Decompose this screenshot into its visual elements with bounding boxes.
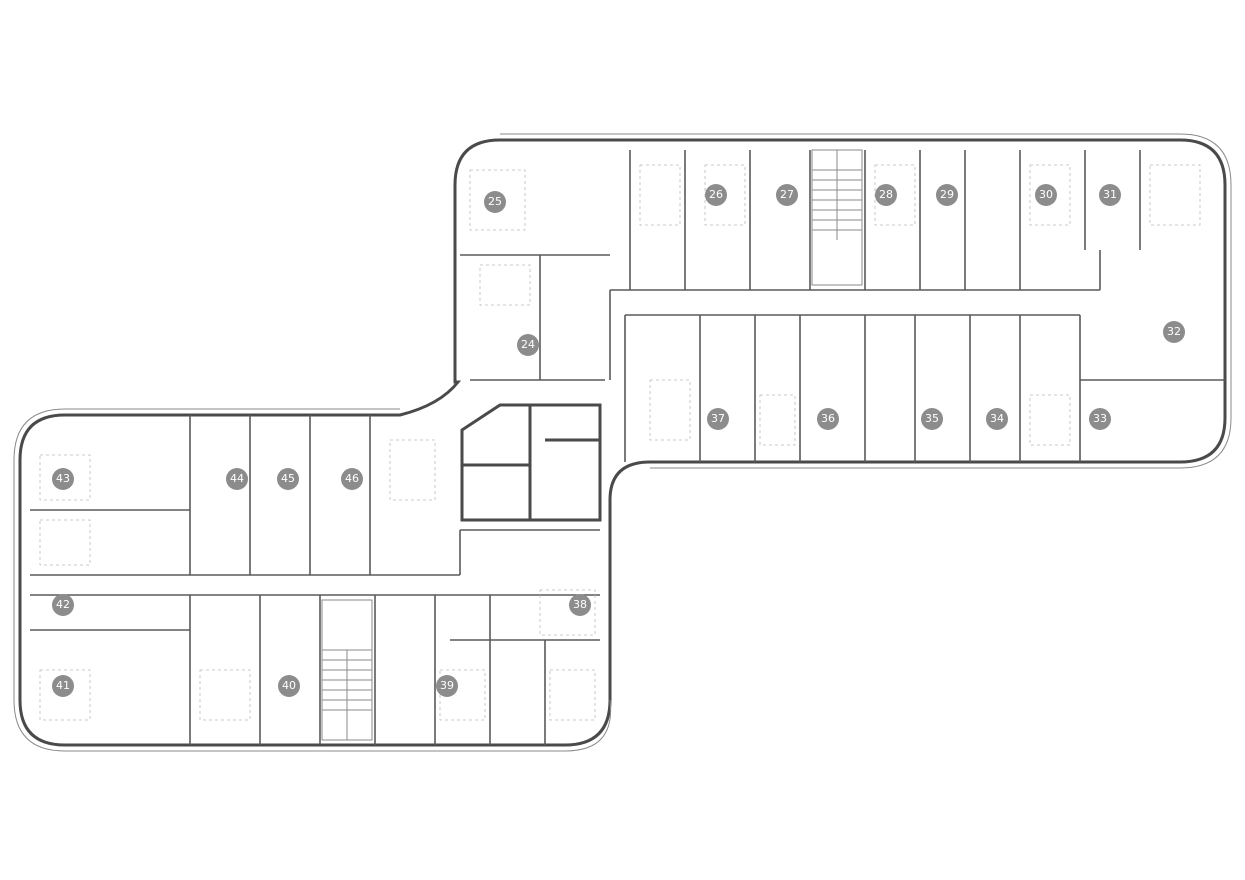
unit-marker-38[interactable]: 38 [569,594,591,616]
unit-marker-27[interactable]: 27 [776,184,798,206]
unit-partitions [30,150,1225,745]
unit-marker-35[interactable]: 35 [921,408,943,430]
unit-marker-44[interactable]: 44 [226,468,248,490]
furniture-hints [39,164,1201,721]
stair-upper [811,149,863,286]
unit-marker-43[interactable]: 43 [52,468,74,490]
unit-marker-39[interactable]: 39 [436,675,458,697]
unit-marker-42[interactable]: 42 [52,594,74,616]
stair-lower [321,599,373,741]
unit-marker-32[interactable]: 32 [1163,321,1185,343]
unit-marker-24[interactable]: 24 [517,334,539,356]
upper-corridor [609,250,1101,462]
unit-marker-46[interactable]: 46 [341,468,363,490]
unit-marker-26[interactable]: 26 [705,184,727,206]
lower-corridor [30,529,600,596]
unit-marker-41[interactable]: 41 [52,675,74,697]
unit-marker-31[interactable]: 31 [1099,184,1121,206]
building-outline [18,138,1227,747]
window-line [13,133,1232,752]
core [460,403,602,522]
unit-marker-25[interactable]: 25 [484,191,506,213]
unit-marker-28[interactable]: 28 [875,184,897,206]
unit-marker-29[interactable]: 29 [936,184,958,206]
unit-marker-36[interactable]: 36 [817,408,839,430]
unit-marker-45[interactable]: 45 [277,468,299,490]
unit-marker-34[interactable]: 34 [986,408,1008,430]
unit-marker-37[interactable]: 37 [707,408,729,430]
unit-marker-30[interactable]: 30 [1035,184,1057,206]
unit-marker-40[interactable]: 40 [278,675,300,697]
unit-marker-33[interactable]: 33 [1089,408,1111,430]
